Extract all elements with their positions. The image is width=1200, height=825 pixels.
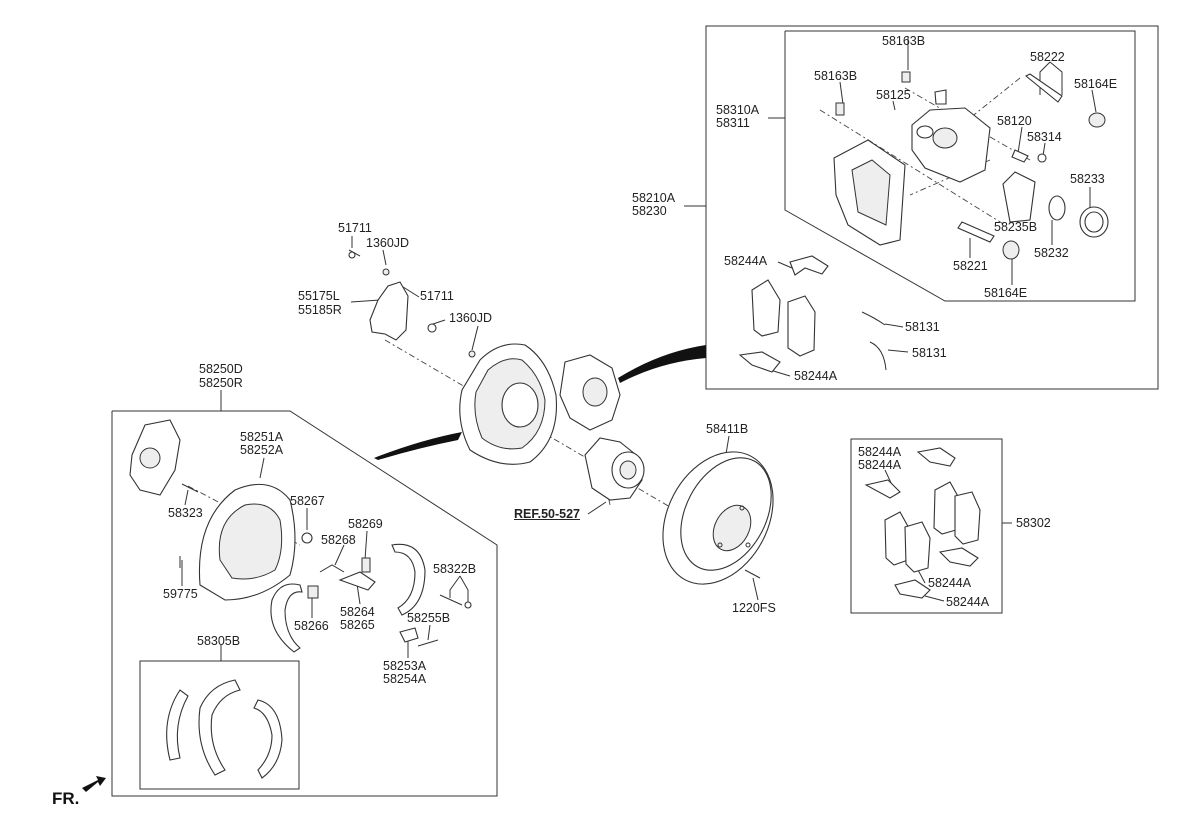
- caliper-pointer-wedge: [618, 345, 706, 383]
- part-label: 58269: [348, 517, 383, 531]
- part-label: 1360JD: [366, 236, 410, 250]
- part-label: 58264: [340, 605, 375, 619]
- part-label: 58233: [1070, 172, 1105, 186]
- part-label: 1220FS: [732, 601, 776, 615]
- parking-brake-frame: [111, 410, 498, 797]
- part-label: 58164E: [1074, 77, 1118, 91]
- caliper-body-drawing: [833, 71, 1109, 260]
- part-label: 58314: [1027, 130, 1062, 144]
- bracket-and-backing-plate-drawing: [348, 249, 558, 465]
- part-label: 58244A: [794, 369, 838, 383]
- part-label: 58323: [168, 506, 203, 520]
- reference-label: REF.50-527: [514, 507, 581, 521]
- front-direction-arrow-icon: [82, 776, 106, 792]
- part-label: 58210A: [632, 191, 676, 205]
- parking-brake-parts-drawing: [129, 419, 472, 653]
- part-label: 58266: [294, 619, 329, 633]
- part-label: 58310A: [716, 103, 760, 117]
- part-label: 51711: [338, 221, 372, 235]
- hub-bearing-drawing: [584, 437, 645, 501]
- brake-shoe-kit-drawing: [166, 679, 283, 779]
- part-label: 58163B: [814, 69, 858, 83]
- caliper-on-axle-drawing: [559, 354, 621, 431]
- part-label: 58322B: [433, 562, 477, 576]
- part-label: 58252A: [240, 443, 284, 457]
- part-label: 58267: [290, 494, 325, 508]
- caliper-subassembly-frame: [784, 30, 1136, 302]
- part-label: 58244A: [858, 458, 902, 472]
- part-label: 58222: [1030, 50, 1065, 64]
- part-label: 58235B: [994, 220, 1038, 234]
- part-label: 58251A: [240, 430, 284, 444]
- part-label: 58305B: [197, 634, 241, 648]
- part-label: 58244A: [858, 445, 902, 459]
- part-label: 58250D: [199, 362, 243, 376]
- part-label: 58253A: [383, 659, 427, 673]
- part-label: 58244A: [724, 254, 768, 268]
- part-label: 58244A: [946, 595, 990, 609]
- part-label: 58232: [1034, 246, 1069, 260]
- part-label: 58311: [716, 116, 750, 130]
- part-label: 58163B: [882, 34, 926, 48]
- part-label: 1360JD: [449, 311, 493, 325]
- shoe-kit-frame: [139, 660, 300, 790]
- brake-rotor-drawing: [662, 451, 774, 585]
- part-label: 58268: [321, 533, 356, 547]
- pad-kit-frame: [850, 438, 1003, 614]
- part-label: 58254A: [383, 672, 427, 686]
- part-label: 55175L: [298, 289, 340, 303]
- part-label: 58265: [340, 618, 375, 632]
- pad-kit-drawing: [864, 447, 981, 599]
- part-label: 55185R: [298, 303, 342, 317]
- part-label: 58255B: [407, 611, 451, 625]
- parking-brake-pointer-wedge: [374, 432, 462, 460]
- part-label: 58131: [912, 346, 947, 360]
- part-label: 58120: [997, 114, 1032, 128]
- front-direction-label: FR.: [52, 789, 80, 808]
- caliper-assembly-frame: [705, 25, 1159, 390]
- part-label: 58411B: [706, 422, 749, 436]
- part-label: 58230: [632, 204, 667, 218]
- part-label: 58164E: [984, 286, 1028, 300]
- part-label: 59775: [163, 587, 198, 601]
- pads-and-clips-drawing: [738, 255, 887, 373]
- part-label: 58302: [1016, 516, 1051, 530]
- part-label: 58131: [905, 320, 940, 334]
- part-label: 51711: [420, 289, 454, 303]
- part-label: 58221: [953, 259, 988, 273]
- part-label: 58250R: [199, 376, 243, 390]
- part-label: 58125: [876, 88, 911, 102]
- part-label: 58244A: [928, 576, 972, 590]
